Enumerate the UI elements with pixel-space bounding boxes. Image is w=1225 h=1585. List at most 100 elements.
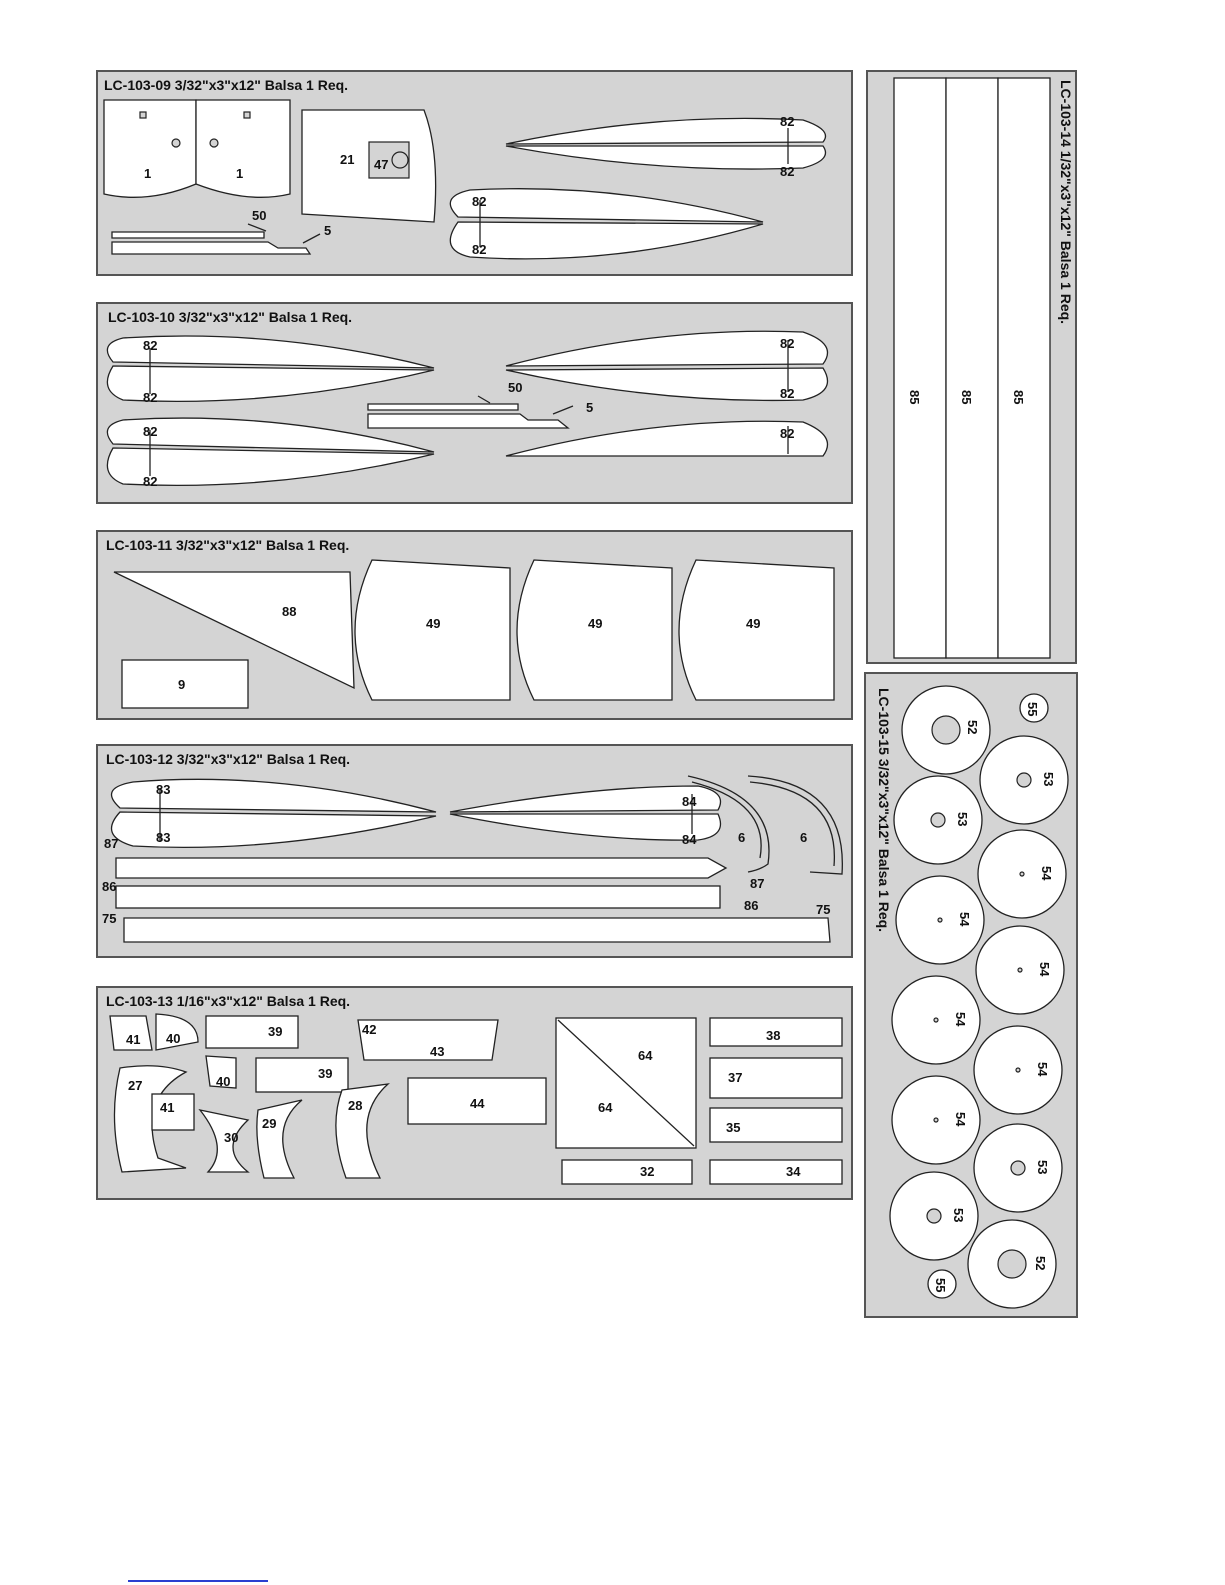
part-number-label: 47	[374, 157, 388, 172]
part-labels: 83 83 84 84 6 6 87 87 86 86 75 75	[102, 782, 830, 926]
part-number-label: 54	[953, 1012, 968, 1027]
part-number-label: 52	[1033, 1256, 1048, 1270]
part-number-label: 53	[951, 1208, 966, 1222]
part-49-b	[516, 559, 673, 701]
part-number-label: 50	[252, 208, 266, 223]
part-1-left	[103, 99, 197, 198]
part-labels: 41 40 39 42 43 64 64 38 40 39 37 27 41 3…	[126, 1022, 801, 1179]
disk-55-bottom	[927, 1269, 957, 1299]
part-number-label: 6	[800, 830, 807, 845]
parts-drawing: 52 55 53 53 54 54 54 54 54 54 53 53 52 5…	[889, 685, 1069, 1309]
part-number-label: 84	[682, 794, 697, 809]
part-number-label: 87	[750, 876, 764, 891]
sheet-lc-103-13: LC-103-13 1/16"x3"x12" Balsa 1 Req. 41 4…	[96, 986, 853, 1200]
part-87	[115, 857, 728, 879]
sheet-lc-103-11: LC-103-11 3/32"x3"x12" Balsa 1 Req. 88 9…	[96, 530, 853, 720]
part-number-label: 75	[102, 911, 116, 926]
part-number-label: 1	[236, 166, 243, 181]
part-number-label: 82	[472, 194, 486, 209]
part-number-label: 82	[143, 338, 157, 353]
part-49-a	[354, 559, 511, 701]
part-number-label: 55	[933, 1278, 948, 1292]
part-number-label: 86	[102, 879, 116, 894]
sheet-title: LC-103-13 1/16"x3"x12" Balsa 1 Req.	[106, 993, 351, 1009]
part-number-label: 52	[965, 720, 980, 734]
part-number-label: 54	[1035, 1062, 1050, 1077]
part-1-right	[195, 99, 291, 198]
rib-upper-top	[505, 117, 827, 145]
part-number-label: 37	[728, 1070, 742, 1085]
part-number-label: 28	[348, 1098, 362, 1113]
part-number-label: 87	[104, 836, 118, 851]
disk-55-top	[1019, 693, 1049, 723]
part-number-label: 85	[1011, 390, 1026, 404]
part-number-label: 88	[282, 604, 296, 619]
part-number-label: 64	[638, 1048, 653, 1063]
part-number-label: 53	[955, 812, 970, 826]
part-number-label: 39	[318, 1066, 332, 1081]
part-labels: 85 85 85	[907, 390, 1026, 404]
part-88	[113, 571, 355, 690]
part-labels: 88 9 49 49 49	[178, 604, 760, 692]
part-number-label: 35	[726, 1120, 740, 1135]
sheet-title: LC-103-14 1/32"x3"x12" Balsa 1 Req.	[1058, 80, 1074, 325]
part-number-label: 54	[953, 1112, 968, 1127]
part-labels: 52 55 53 53 54 54 54 54 54 54 53 53 52 5…	[933, 702, 1056, 1292]
part-number-label: 30	[224, 1130, 238, 1145]
part-labels: 1 1 21 47 50 5 82 82 82 82	[144, 114, 794, 257]
parts-drawing: 41 40 39 42 43 64 64 38 40 39 37 27 41 3…	[109, 1013, 843, 1185]
part-number-label: 50	[508, 380, 522, 395]
part-number-label: 82	[780, 426, 794, 441]
parts-drawing: 1 1 21 47 50 5 82 82 82 82	[103, 99, 827, 260]
sheet-title: LC-103-10 3/32"x3"x12" Balsa 1 Req.	[108, 309, 353, 325]
part-number-label: 38	[766, 1028, 780, 1043]
parts-drawing: 88 9 49 49 49	[113, 559, 835, 709]
part-number-label: 1	[144, 166, 151, 181]
part-number-label: 83	[156, 830, 170, 845]
part-number-label: 53	[1035, 1160, 1050, 1174]
sheet-lc-103-14: 85 85 85 LC-103-14 1/32"x3"x12" Balsa 1 …	[866, 70, 1077, 664]
sheet-lc-103-10: LC-103-10 3/32"x3"x12" Balsa 1 Req. 82 8…	[96, 302, 853, 504]
part-number-label: 34	[786, 1164, 801, 1179]
part-number-label: 21	[340, 152, 354, 167]
part-number-label: 43	[430, 1044, 444, 1059]
part-number-label: 49	[426, 616, 440, 631]
part-number-label: 53	[1041, 772, 1056, 786]
part-number-label: 85	[959, 390, 974, 404]
part-number-label: 9	[178, 677, 185, 692]
sheet-lc-103-09: LC-103-09 3/32"x3"x12" Balsa 1 Req. 1 1 …	[96, 70, 853, 276]
parts-drawing: 82 82 82 82 50 5 82 82 82	[106, 330, 829, 489]
part-number-label: 32	[640, 1164, 654, 1179]
part-number-label: 49	[746, 616, 760, 631]
part-number-label: 82	[780, 386, 794, 401]
sheet-title: LC-103-11 3/32"x3"x12" Balsa 1 Req.	[106, 537, 350, 553]
part-number-label: 82	[780, 114, 794, 129]
part-6-b	[747, 775, 843, 875]
part-number-label: 29	[262, 1116, 276, 1131]
sheet-title: LC-103-09 3/32"x3"x12" Balsa 1 Req.	[104, 77, 349, 93]
parts-drawing: 85 85 85	[893, 77, 1051, 659]
part-6-a	[687, 775, 770, 873]
part-number-label: 82	[143, 390, 157, 405]
part-86	[115, 885, 721, 909]
part-number-label: 5	[324, 223, 331, 238]
part-labels: 82 82 82 82 50 5 82 82 82	[143, 336, 794, 489]
part-number-label: 41	[160, 1100, 174, 1115]
part-75	[123, 917, 831, 943]
rib-lower-top	[449, 188, 764, 223]
part-number-label: 41	[126, 1032, 140, 1047]
part-number-label: 40	[166, 1031, 180, 1046]
part-number-label: 86	[744, 898, 758, 913]
part-number-label: 55	[1025, 702, 1040, 716]
part-number-label: 82	[780, 164, 794, 179]
part-number-label: 82	[143, 474, 157, 489]
part-50	[111, 231, 265, 239]
part-number-label: 6	[738, 830, 745, 845]
footer-link-underline[interactable]	[128, 1580, 268, 1582]
part-number-label: 27	[128, 1078, 142, 1093]
part-number-label: 5	[586, 400, 593, 415]
part-number-label: 85	[907, 390, 922, 404]
part-number-label: 82	[143, 424, 157, 439]
part-number-label: 40	[216, 1074, 230, 1089]
sheet-lc-103-12: LC-103-12 3/32"x3"x12" Balsa 1 Req. 83 8…	[96, 744, 853, 958]
